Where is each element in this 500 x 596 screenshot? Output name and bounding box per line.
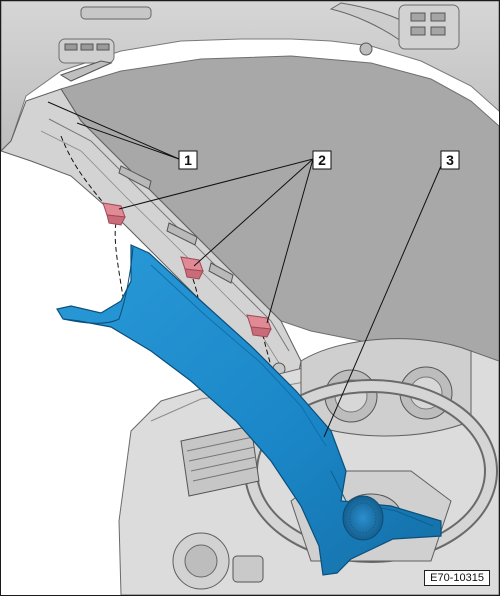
leader-line-3: [323, 165, 442, 438]
leader-line-1a: [47, 101, 180, 160]
retaining-clip-3: [246, 314, 272, 338]
callout-3: 3: [440, 150, 460, 170]
tweeter-grille: [342, 495, 384, 541]
leader-line-2a: [118, 158, 314, 210]
leader-line-2c: [266, 158, 314, 324]
air-vent: [180, 425, 260, 497]
overhead-console: [58, 38, 115, 64]
callout-2: 2: [312, 150, 332, 170]
callout-3-label: 3: [446, 152, 454, 168]
callout-1: 1: [178, 150, 198, 170]
install-path-clip1: [114, 222, 124, 298]
leader-line-2b: [193, 158, 314, 267]
callout-2-label: 2: [318, 152, 326, 168]
retaining-clip-2: [180, 256, 204, 280]
a-pillar-trim-panel: [56, 244, 442, 576]
headliner: [1, 1, 499, 152]
leader-line-1b: [76, 122, 180, 160]
callout-1-label: 1: [184, 152, 192, 168]
roof-handle: [80, 6, 152, 20]
install-path-upper: [60, 135, 107, 207]
retaining-clip-1: [102, 202, 126, 226]
figure-reference-code: E70-10315: [424, 570, 490, 586]
